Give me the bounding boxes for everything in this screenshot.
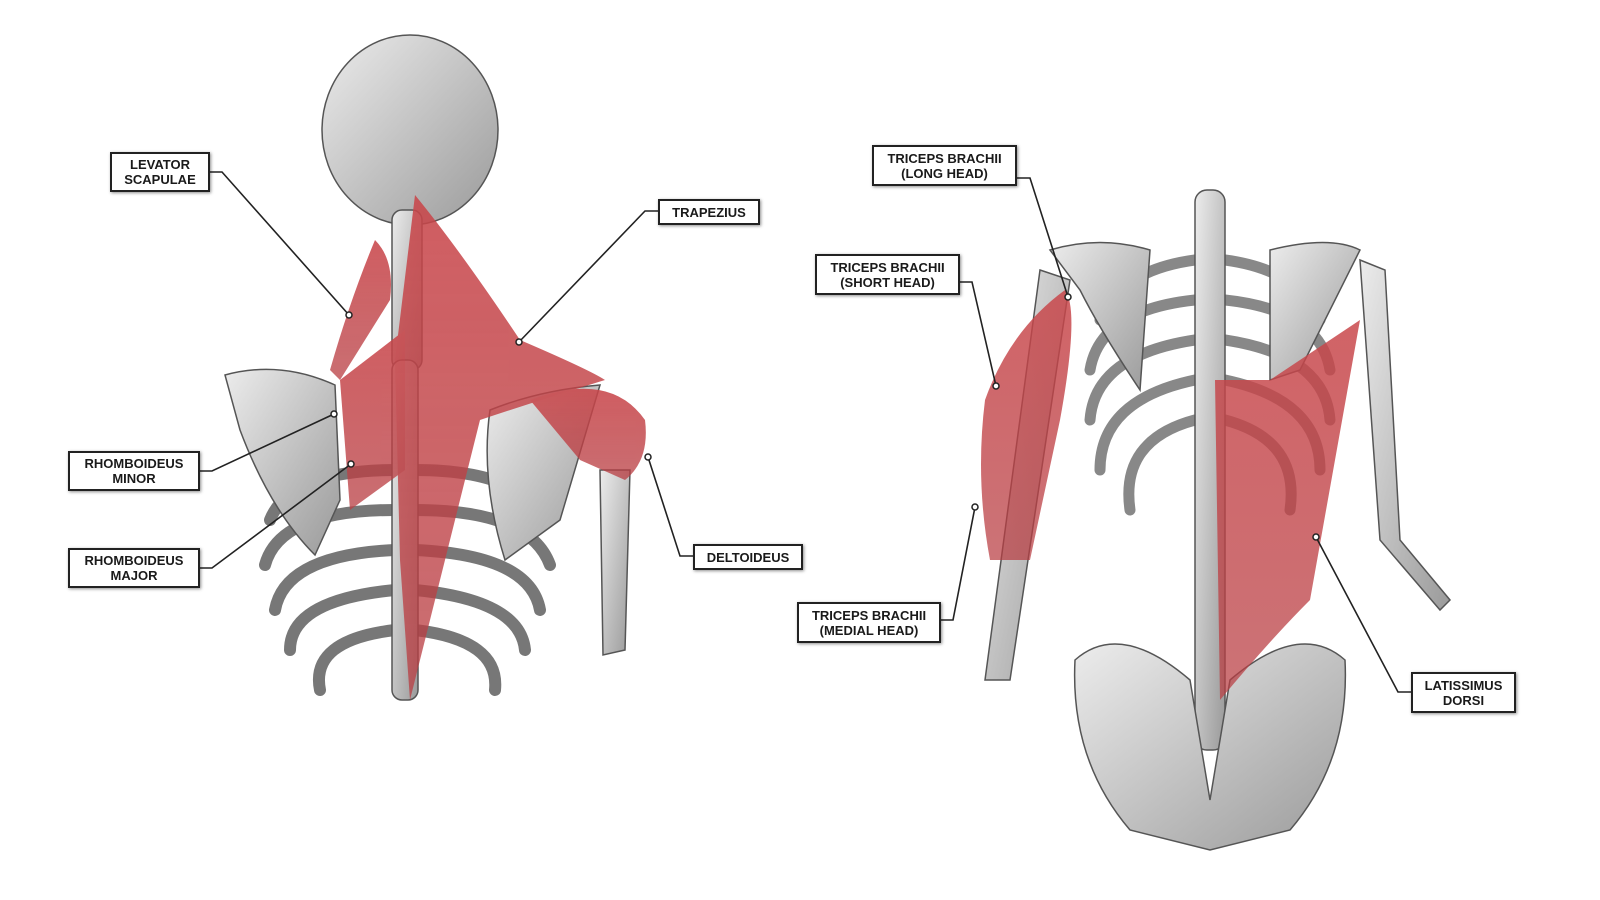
label-triceps-short-head: TRICEPS BRACHII (SHORT HEAD) — [815, 254, 960, 295]
label-deltoideus: DELTOIDEUS — [693, 544, 803, 570]
label-line: DORSI — [1442, 692, 1485, 708]
leader-triceps-short — [960, 281, 997, 387]
label-line: MAJOR — [110, 568, 158, 583]
label-line: (LONG HEAD) — [901, 165, 988, 181]
leader-rhomboideus-minor — [200, 413, 335, 472]
leader-endpoints — [330, 293, 1320, 541]
left-figure-muscles — [330, 195, 646, 700]
leader-deltoideus — [647, 456, 693, 557]
label-rhomboideus-major: RHOMBOIDEUS MAJOR — [68, 548, 200, 588]
label-levator-scapulae: LEVATOR SCAPULAE — [110, 152, 210, 192]
label-latissimus-dorsi: LATISSIMUS DORSI — [1411, 672, 1516, 713]
deltoideus-muscle — [530, 388, 646, 480]
left-scapula — [224, 368, 341, 557]
trapezius-muscle — [395, 195, 605, 700]
rhomboideus-muscle — [340, 330, 405, 510]
label-line: (SHORT HEAD) — [840, 274, 935, 290]
label-rhomboideus-minor: RHOMBOIDEUS MINOR — [68, 451, 200, 491]
triceps-muscle — [981, 290, 1072, 560]
label-line: (MEDIAL HEAD) — [819, 622, 919, 638]
label-triceps-medial-head: TRICEPS BRACHII (MEDIAL HEAD) — [797, 602, 941, 643]
label-line: LEVATOR — [130, 157, 190, 172]
label-line: TRAPEZIUS — [672, 204, 746, 220]
right-figure-muscles — [981, 290, 1360, 700]
latissimus-dorsi-muscle — [1215, 320, 1360, 700]
leader-latissimus-dorsi — [1315, 536, 1411, 693]
label-trapezius: TRAPEZIUS — [658, 199, 760, 225]
label-triceps-long-head: TRICEPS BRACHII (LONG HEAD) — [872, 145, 1017, 186]
right-scapula — [1269, 241, 1362, 382]
leader-triceps-long — [1017, 177, 1069, 298]
levator-scapulae-muscle — [330, 240, 391, 380]
label-line: TRICEPS BRACHII — [811, 607, 927, 623]
label-line: MINOR — [112, 471, 156, 486]
leader-lines — [200, 171, 1411, 693]
label-line: TRICEPS BRACHII — [830, 259, 945, 275]
pelvis — [1073, 643, 1347, 851]
left-scapula — [1048, 241, 1151, 393]
leader-levator-scapulae — [210, 171, 350, 316]
humerus — [599, 469, 631, 656]
right-arm — [1359, 258, 1452, 612]
skull — [321, 34, 499, 226]
label-line: TRICEPS BRACHII — [887, 150, 1002, 166]
label-line: RHOMBOIDEUS — [84, 456, 184, 471]
label-line: RHOMBOIDEUS — [84, 553, 184, 568]
leader-rhomboideus-major — [200, 463, 352, 569]
leader-trapezius — [518, 210, 658, 343]
label-line: DELTOIDEUS — [706, 549, 790, 565]
label-line: LATISSIMUS — [1424, 677, 1503, 693]
label-line: SCAPULAE — [124, 172, 196, 187]
leader-triceps-medial — [941, 506, 976, 621]
